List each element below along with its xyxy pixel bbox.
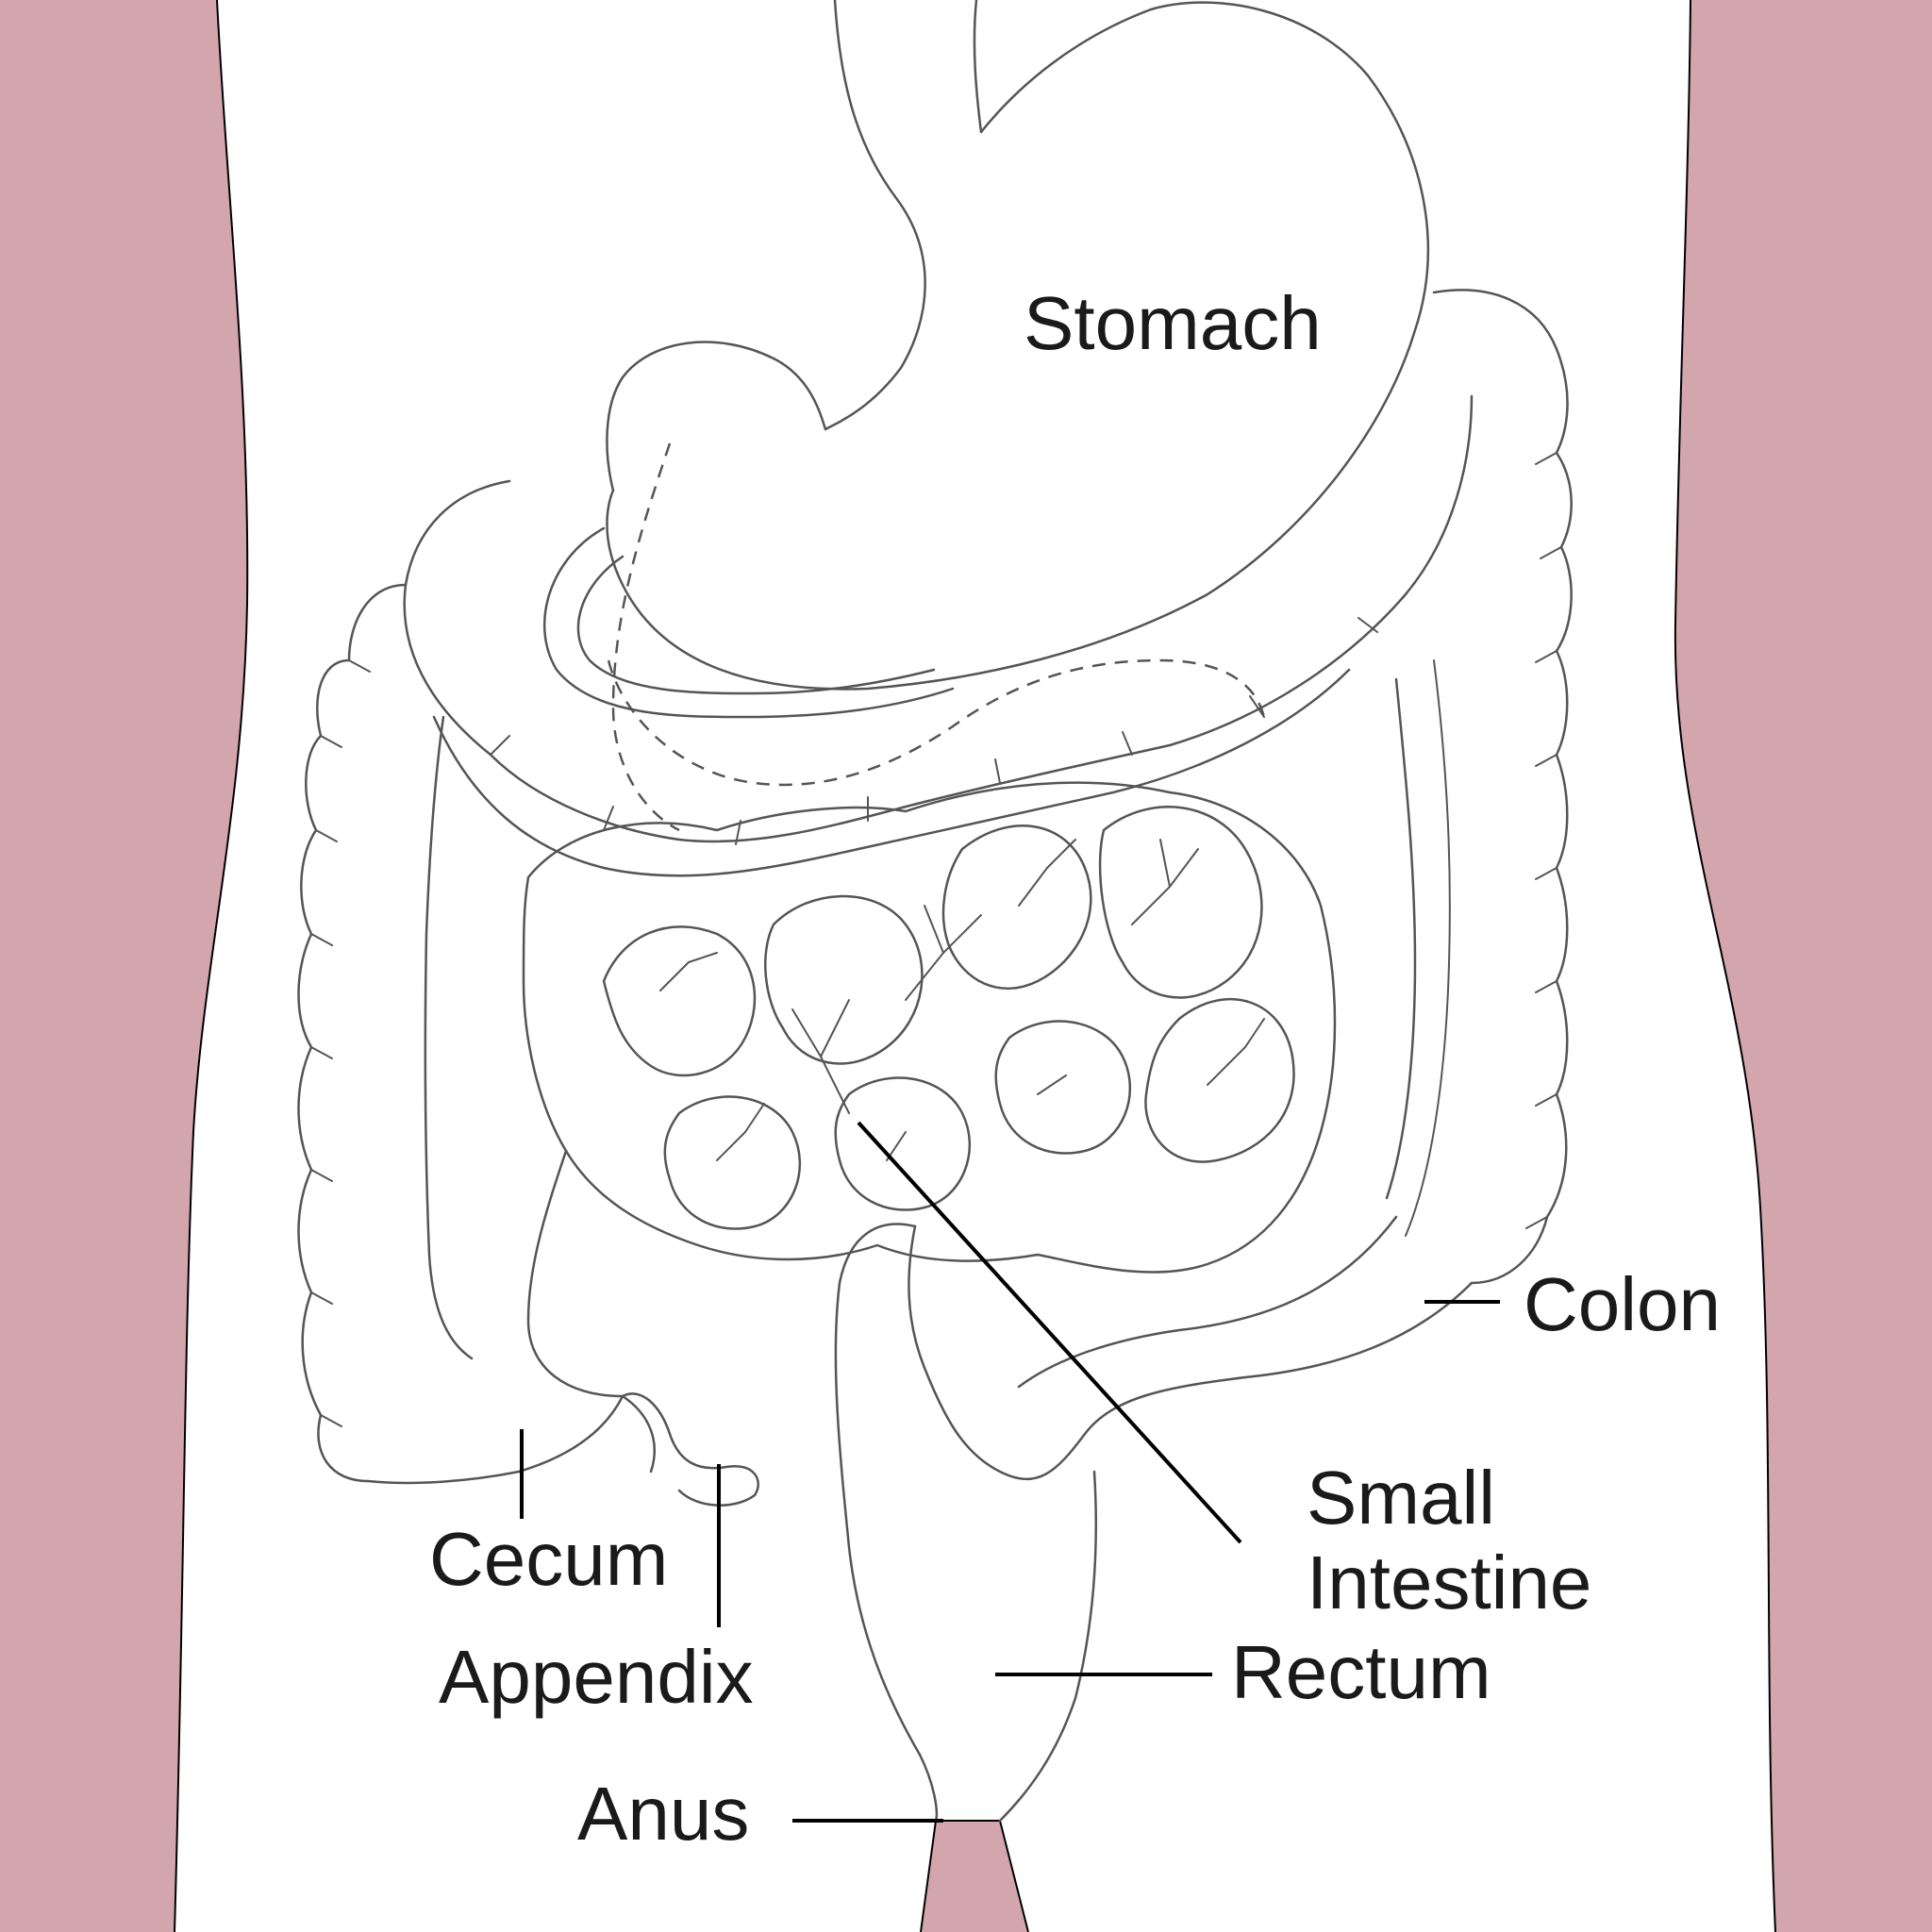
left-torso-side (0, 0, 248, 1932)
small-intestine-leader-line (857, 1121, 1242, 1544)
small-intestine-mass (522, 781, 1337, 1274)
small-intestine-loop-7 (834, 1076, 972, 1211)
duodenum-outer (542, 526, 955, 719)
sigmoid-colon (908, 1224, 1474, 1481)
stomach-label: Stomach (1024, 281, 1322, 365)
rectum-right (998, 1470, 1098, 1823)
mesenteric-vessels (659, 839, 1265, 1161)
small-intestine-loop-1 (602, 925, 757, 1077)
transverse-colon-bottom (432, 668, 1351, 877)
appendix-label: Appendix (439, 1635, 754, 1719)
small-intestine-loop-2 (764, 894, 924, 1065)
rectum-label: Rectum (1231, 1630, 1491, 1714)
cecum-label: Cecum (429, 1517, 668, 1601)
transverse-colon-haustra (490, 617, 1378, 845)
right-torso-side (1674, 0, 1932, 1932)
ascending-colon-inner (424, 715, 474, 1360)
right-body-outline (1674, 0, 1776, 1932)
anus-label: Anus (577, 1772, 749, 1856)
descending-colon-inner (1385, 677, 1417, 1200)
small-intestine-loop-4 (1098, 806, 1263, 999)
perineum (921, 1821, 1028, 1932)
stomach (606, 0, 1429, 691)
transverse-colon-top (403, 394, 1474, 843)
appendix (621, 1392, 759, 1507)
cecum (517, 1394, 656, 1474)
small-intestine-loop-5 (1144, 997, 1295, 1163)
small-intestine-loop-3 (941, 824, 1092, 991)
descending-colon-outer (1432, 289, 1573, 1285)
small-intestine-label-line2: Intestine (1307, 1541, 1591, 1624)
duodenum-inner (576, 555, 936, 695)
small-intestine-label-line1: Small (1307, 1456, 1495, 1540)
perineum-outline (920, 1820, 1029, 1932)
liver-edge-dashed (611, 442, 680, 832)
small-intestine-loop-8 (994, 1020, 1132, 1155)
terminal-ileum (526, 1149, 625, 1398)
rectum (834, 1223, 939, 1823)
pylorus (606, 341, 827, 492)
sigmoid-colon-inner (1017, 1215, 1398, 1389)
colon-label: Colon (1524, 1262, 1721, 1346)
esophagus (824, 0, 926, 431)
pancreas-outline-dashed (607, 658, 1266, 787)
descending-colon-mesentery (1405, 659, 1451, 1237)
small-intestine-loop-6 (663, 1095, 802, 1230)
descending-colon-haustra (1525, 452, 1562, 1229)
left-body-outline (174, 0, 249, 1932)
ascending-colon-outer (297, 583, 521, 1485)
ascending-colon-haustra (310, 659, 371, 1427)
